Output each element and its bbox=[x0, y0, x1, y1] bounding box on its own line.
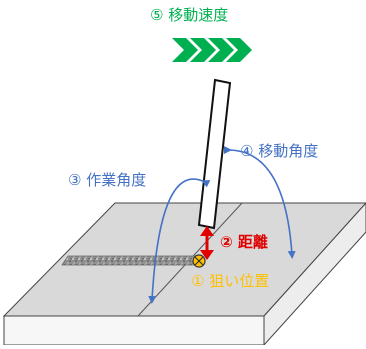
plate-side-face bbox=[263, 202, 366, 347]
aim-position-label: ① 狙い位置 bbox=[191, 272, 270, 290]
aim-position-icon bbox=[192, 254, 206, 268]
weld-bead bbox=[61, 255, 201, 266]
plate-front-face bbox=[3, 315, 265, 346]
distance-icon bbox=[200, 226, 214, 260]
speed-label: ⑤ 移動速度 bbox=[150, 6, 229, 24]
distance-label: ② 距離 bbox=[220, 233, 268, 251]
travel-angle-arc bbox=[223, 145, 296, 259]
travel-angle-label: ④ 移動角度 bbox=[240, 142, 319, 160]
speed-icon bbox=[172, 38, 252, 62]
work-angle-label: ③ 作業角度 bbox=[68, 171, 147, 189]
work-angle-arc bbox=[148, 178, 211, 304]
